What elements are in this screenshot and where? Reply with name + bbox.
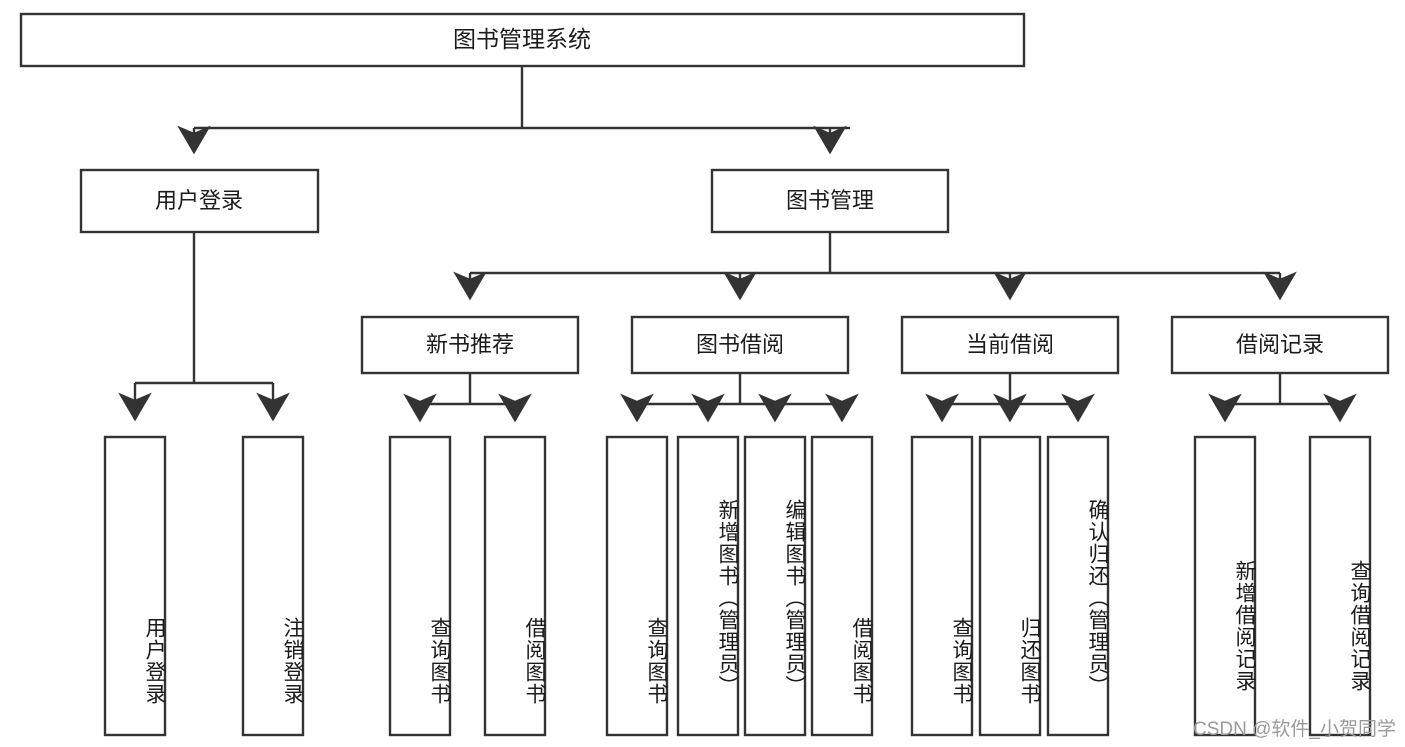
connector-userlogin-to-leaves (118, 232, 290, 422)
connector-root-to-level2 (177, 66, 850, 155)
leaf-node-edit-book[interactable] (743, 435, 807, 737)
node-user-login[interactable]: 用户登录 (79, 168, 320, 234)
node-book-manage[interactable]: 图书管理 (710, 168, 950, 234)
node-root[interactable]: 图书管理系统 (19, 12, 1026, 68)
leaf-node-confirm-return[interactable] (1046, 435, 1110, 737)
leaf-node-add-record[interactable] (1193, 435, 1257, 737)
leaf-node-add-book[interactable] (676, 435, 740, 737)
leaf-node-query-book-rec[interactable] (388, 435, 452, 737)
node-current-borrow-label: 当前借阅 (966, 332, 1054, 357)
watermark-text: CSDN @软件_小贺同学 (1193, 719, 1396, 740)
node-new-book-rec[interactable]: 新书推荐 (360, 315, 580, 375)
leaf-node-query-record[interactable] (1308, 435, 1372, 737)
leaf-node-borrow-book-rec[interactable] (483, 435, 547, 737)
connector-bookmanage-to-level3 (453, 232, 1297, 301)
node-current-borrow[interactable]: 当前借阅 (900, 315, 1120, 375)
node-new-book-rec-label: 新书推荐 (426, 332, 514, 357)
node-borrow-record[interactable]: 借阅记录 (1170, 315, 1390, 375)
leaf-node-return-book[interactable] (978, 435, 1042, 737)
leaf-node-query-book-cur[interactable] (910, 435, 974, 737)
leaf-node-borrow-book[interactable] (810, 435, 874, 737)
node-root-label: 图书管理系统 (453, 26, 591, 52)
leaf-node-query-book-borrow[interactable] (605, 435, 669, 737)
leaf-node-user-login[interactable] (103, 435, 167, 737)
node-borrow-record-label: 借阅记录 (1236, 332, 1324, 357)
connector-currentborrow-to-leaves (925, 373, 1095, 423)
connector-bookborrow-to-leaves (620, 373, 859, 423)
node-user-login-label: 用户登录 (155, 188, 243, 213)
node-book-borrow[interactable]: 图书借阅 (630, 315, 850, 375)
leaf-node-logout[interactable] (241, 435, 305, 737)
connector-newbook-to-leaves (403, 373, 532, 423)
node-book-manage-label: 图书管理 (786, 188, 874, 213)
node-book-borrow-label: 图书借阅 (696, 332, 784, 357)
connector-borrowrecord-to-leaves (1208, 373, 1357, 423)
